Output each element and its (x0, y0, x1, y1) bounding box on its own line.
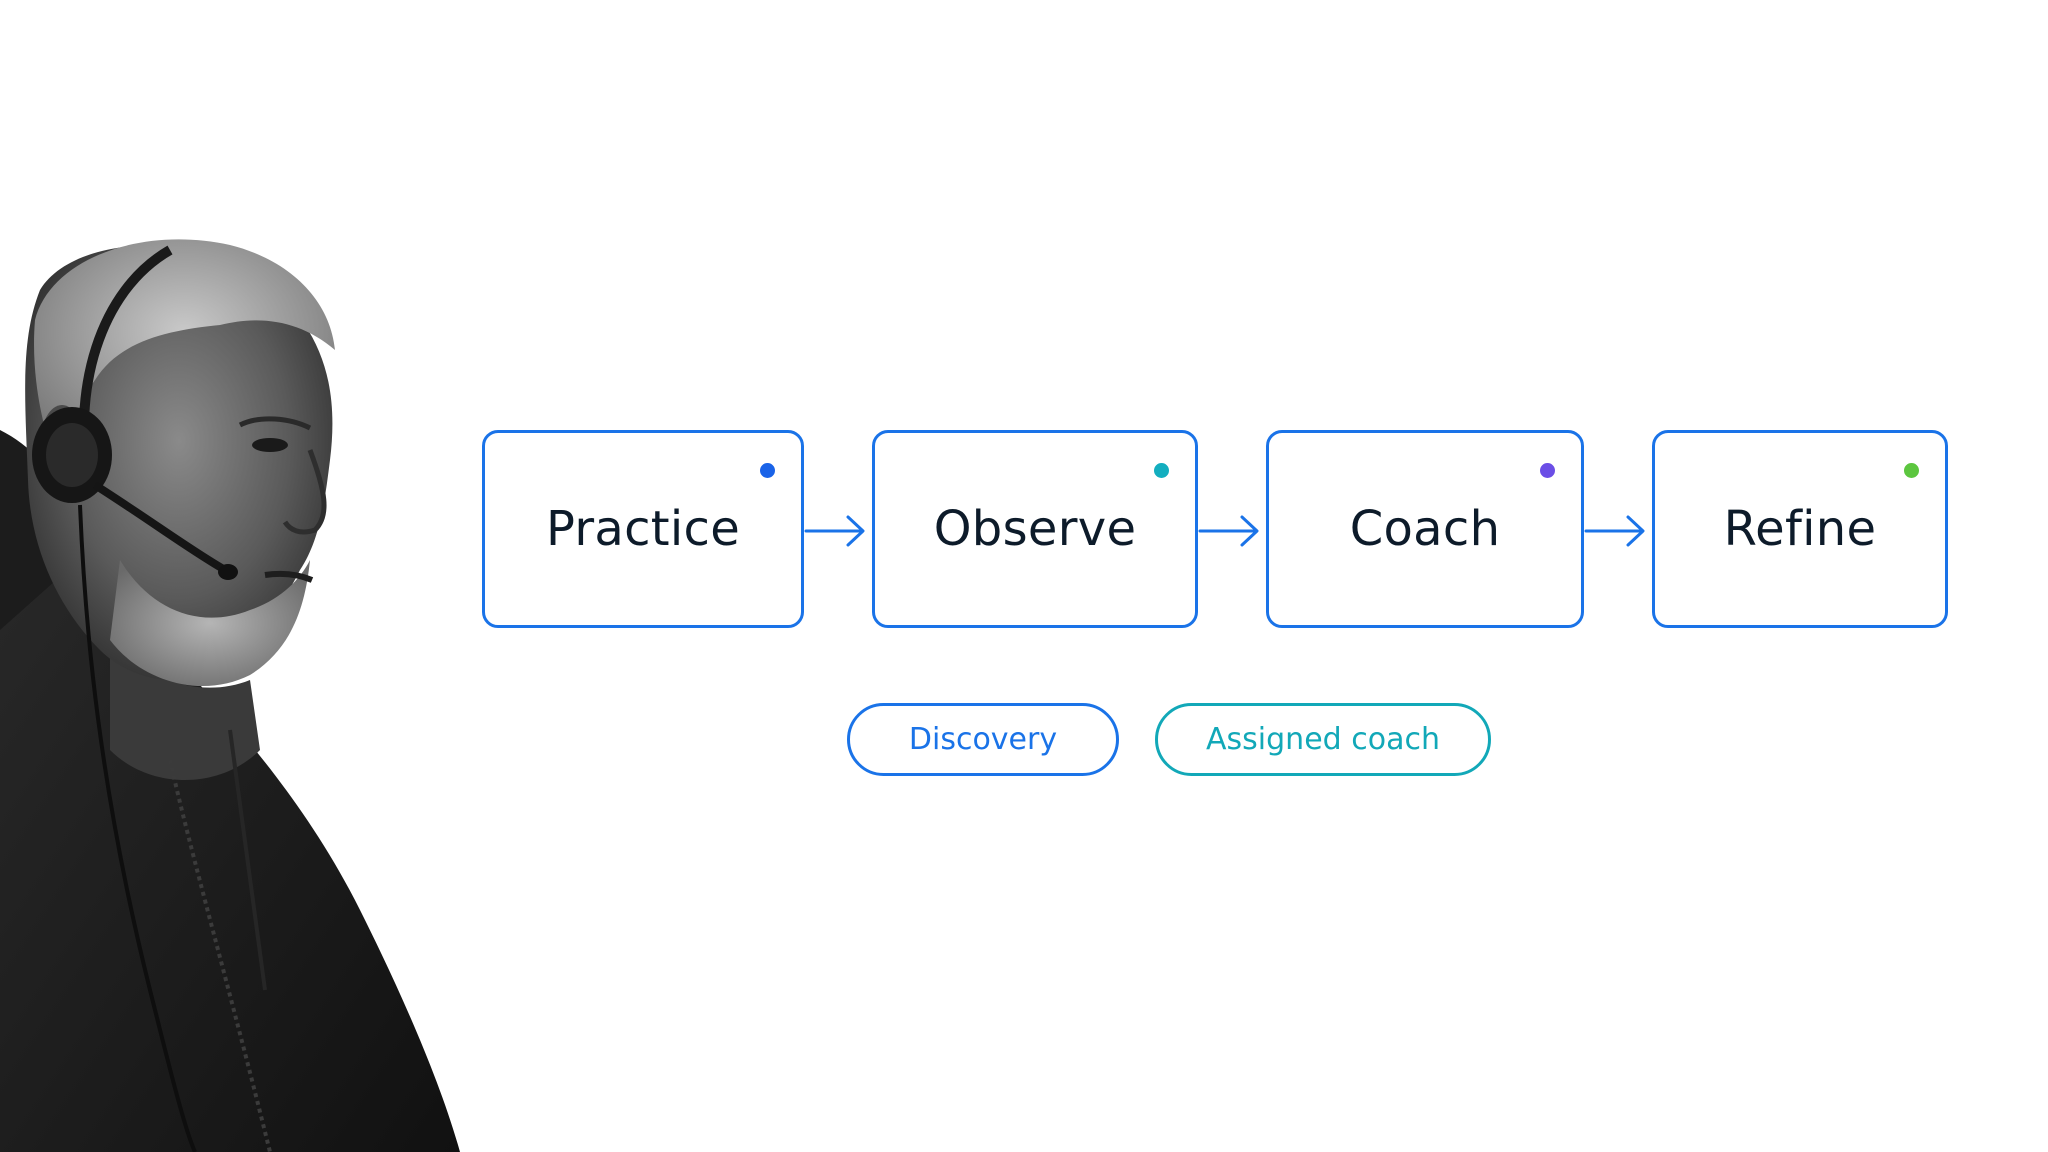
step-practice: Practice (482, 430, 804, 628)
status-dot (1904, 463, 1919, 478)
step-observe: Observe (872, 430, 1198, 628)
status-dot (760, 463, 775, 478)
discovery-pill[interactable]: Discovery (847, 703, 1119, 776)
arrow-right-icon (804, 515, 865, 547)
assigned-coach-pill[interactable]: Assigned coach (1155, 703, 1491, 776)
step-label: Coach (1349, 501, 1501, 557)
step-label: Practice (545, 501, 741, 557)
arrow-right-icon (1584, 515, 1645, 547)
arrow-right-icon (1198, 515, 1259, 547)
step-label: Refine (1723, 501, 1877, 557)
status-dot (1154, 463, 1169, 478)
step-label: Observe (933, 501, 1137, 557)
step-coach: Coach (1266, 430, 1584, 628)
agent-photo (0, 239, 460, 1152)
status-dot (1540, 463, 1555, 478)
step-refine: Refine (1652, 430, 1948, 628)
